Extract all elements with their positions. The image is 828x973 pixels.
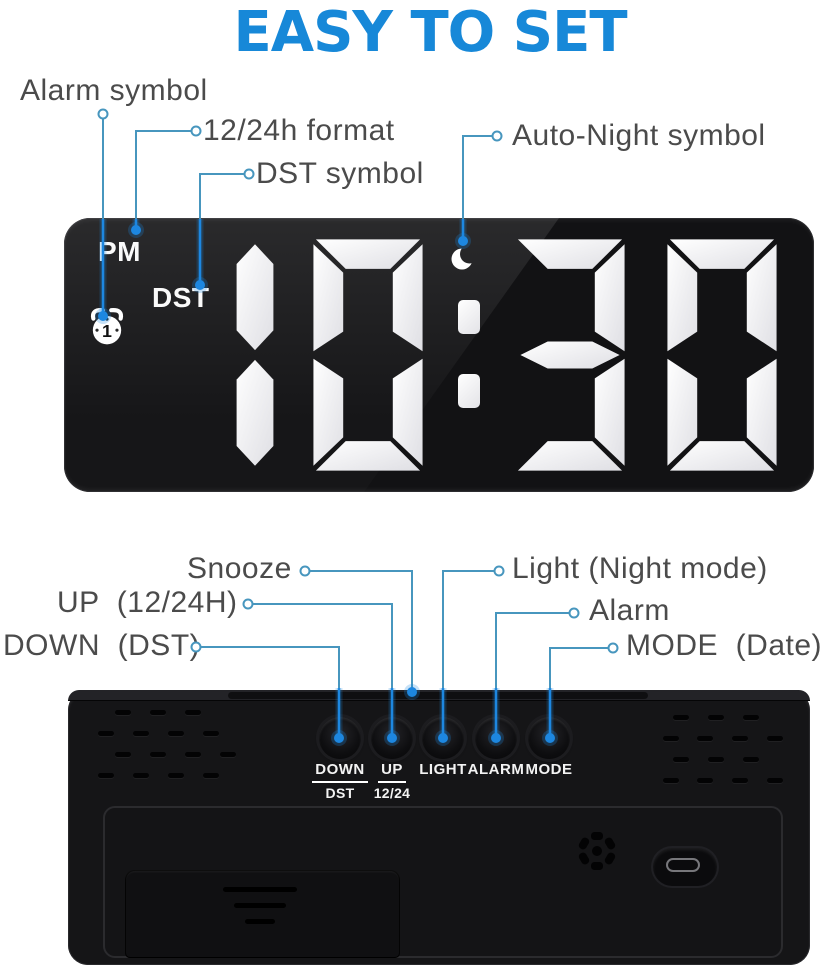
clock-front-view: PM DST 1	[64, 218, 814, 492]
label-12-24h-format: 12/24h format	[203, 114, 395, 147]
label-auto-night-symbol: Auto-Night symbol	[512, 119, 766, 152]
alarm-clock-icon: 1	[86, 306, 128, 353]
alarm-number: 1	[102, 321, 112, 341]
label-light-night-mode: Light (Night mode)	[512, 552, 768, 585]
label-up-12-24h: UP (12/24H)	[57, 586, 238, 619]
grip-line	[234, 903, 286, 908]
vent-grill-right	[663, 715, 788, 805]
button-caption-light: LIGHT	[419, 761, 467, 778]
vent-grill-left	[92, 710, 252, 800]
digit-1	[232, 232, 278, 478]
digit-0	[306, 232, 430, 478]
button-alarm	[475, 717, 517, 759]
battery-door	[125, 870, 400, 958]
page-title: EASY TO SET	[233, 0, 627, 65]
label-down-dst: DOWN (DST)	[3, 629, 201, 662]
label-dst-symbol: DST symbol	[256, 157, 424, 190]
auto-night-moon-icon	[450, 246, 476, 277]
snooze-bar-button	[228, 692, 648, 699]
usb-c-pin	[666, 858, 700, 872]
button-caption-mode: MODE	[525, 761, 573, 778]
label-snooze: Snooze	[187, 552, 292, 585]
pm-indicator: PM	[98, 236, 141, 267]
button-mode	[528, 717, 570, 759]
button-caption-alarm: ALARM	[467, 761, 525, 778]
label-mode-date: MODE (Date)	[626, 629, 823, 662]
speaker-icon	[574, 828, 620, 879]
button-down-dst	[319, 717, 361, 759]
usb-c-port	[653, 848, 717, 886]
digit-0	[660, 232, 784, 478]
label-alarm-symbol: Alarm symbol	[20, 74, 208, 107]
grip-line	[245, 919, 275, 924]
grip-line	[223, 887, 297, 892]
colon-separator	[458, 232, 480, 478]
digit-3	[508, 232, 632, 478]
label-alarm: Alarm	[589, 594, 670, 627]
button-light	[422, 717, 464, 759]
dst-indicator: DST	[152, 282, 210, 313]
clock-back-view	[68, 690, 810, 965]
button-up-12-24	[371, 717, 413, 759]
